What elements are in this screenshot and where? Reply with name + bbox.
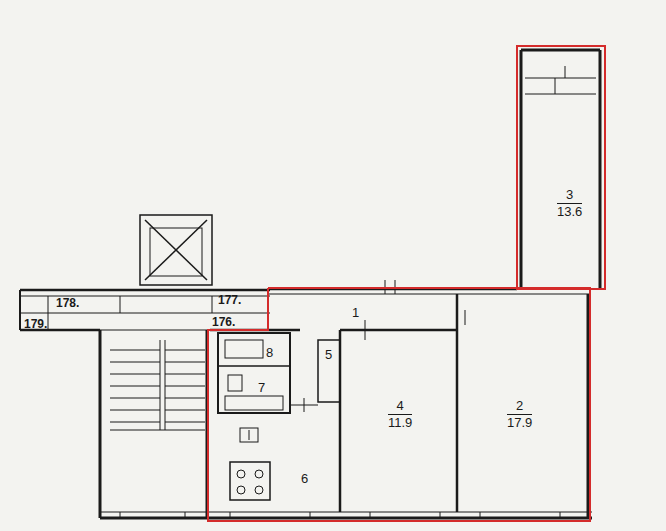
room-number: 6: [301, 471, 308, 487]
room-area: 13.6: [557, 204, 582, 220]
flat-number: 177.: [218, 293, 241, 307]
room-area: 17.9: [507, 415, 532, 431]
room: 6: [301, 471, 308, 487]
room-number: 1: [352, 305, 359, 321]
room-number: 7: [258, 380, 265, 396]
flat-number: 179.: [24, 317, 47, 331]
room: 1: [352, 305, 359, 321]
room-number: 5: [325, 347, 332, 363]
room: 8: [266, 345, 273, 361]
room-number: 8: [266, 345, 273, 361]
flat-number: 176.: [212, 315, 235, 329]
room: 217.9: [507, 398, 532, 432]
flat-number: 178.: [56, 296, 79, 310]
room: 5: [325, 347, 332, 363]
room-area: 11.9: [388, 415, 412, 431]
room-number: 3: [557, 187, 582, 204]
room-number: 4: [388, 398, 412, 415]
room: 411.9: [388, 398, 412, 432]
room: 7: [258, 380, 265, 396]
room: 313.6: [557, 187, 582, 221]
room-number: 2: [507, 398, 532, 415]
